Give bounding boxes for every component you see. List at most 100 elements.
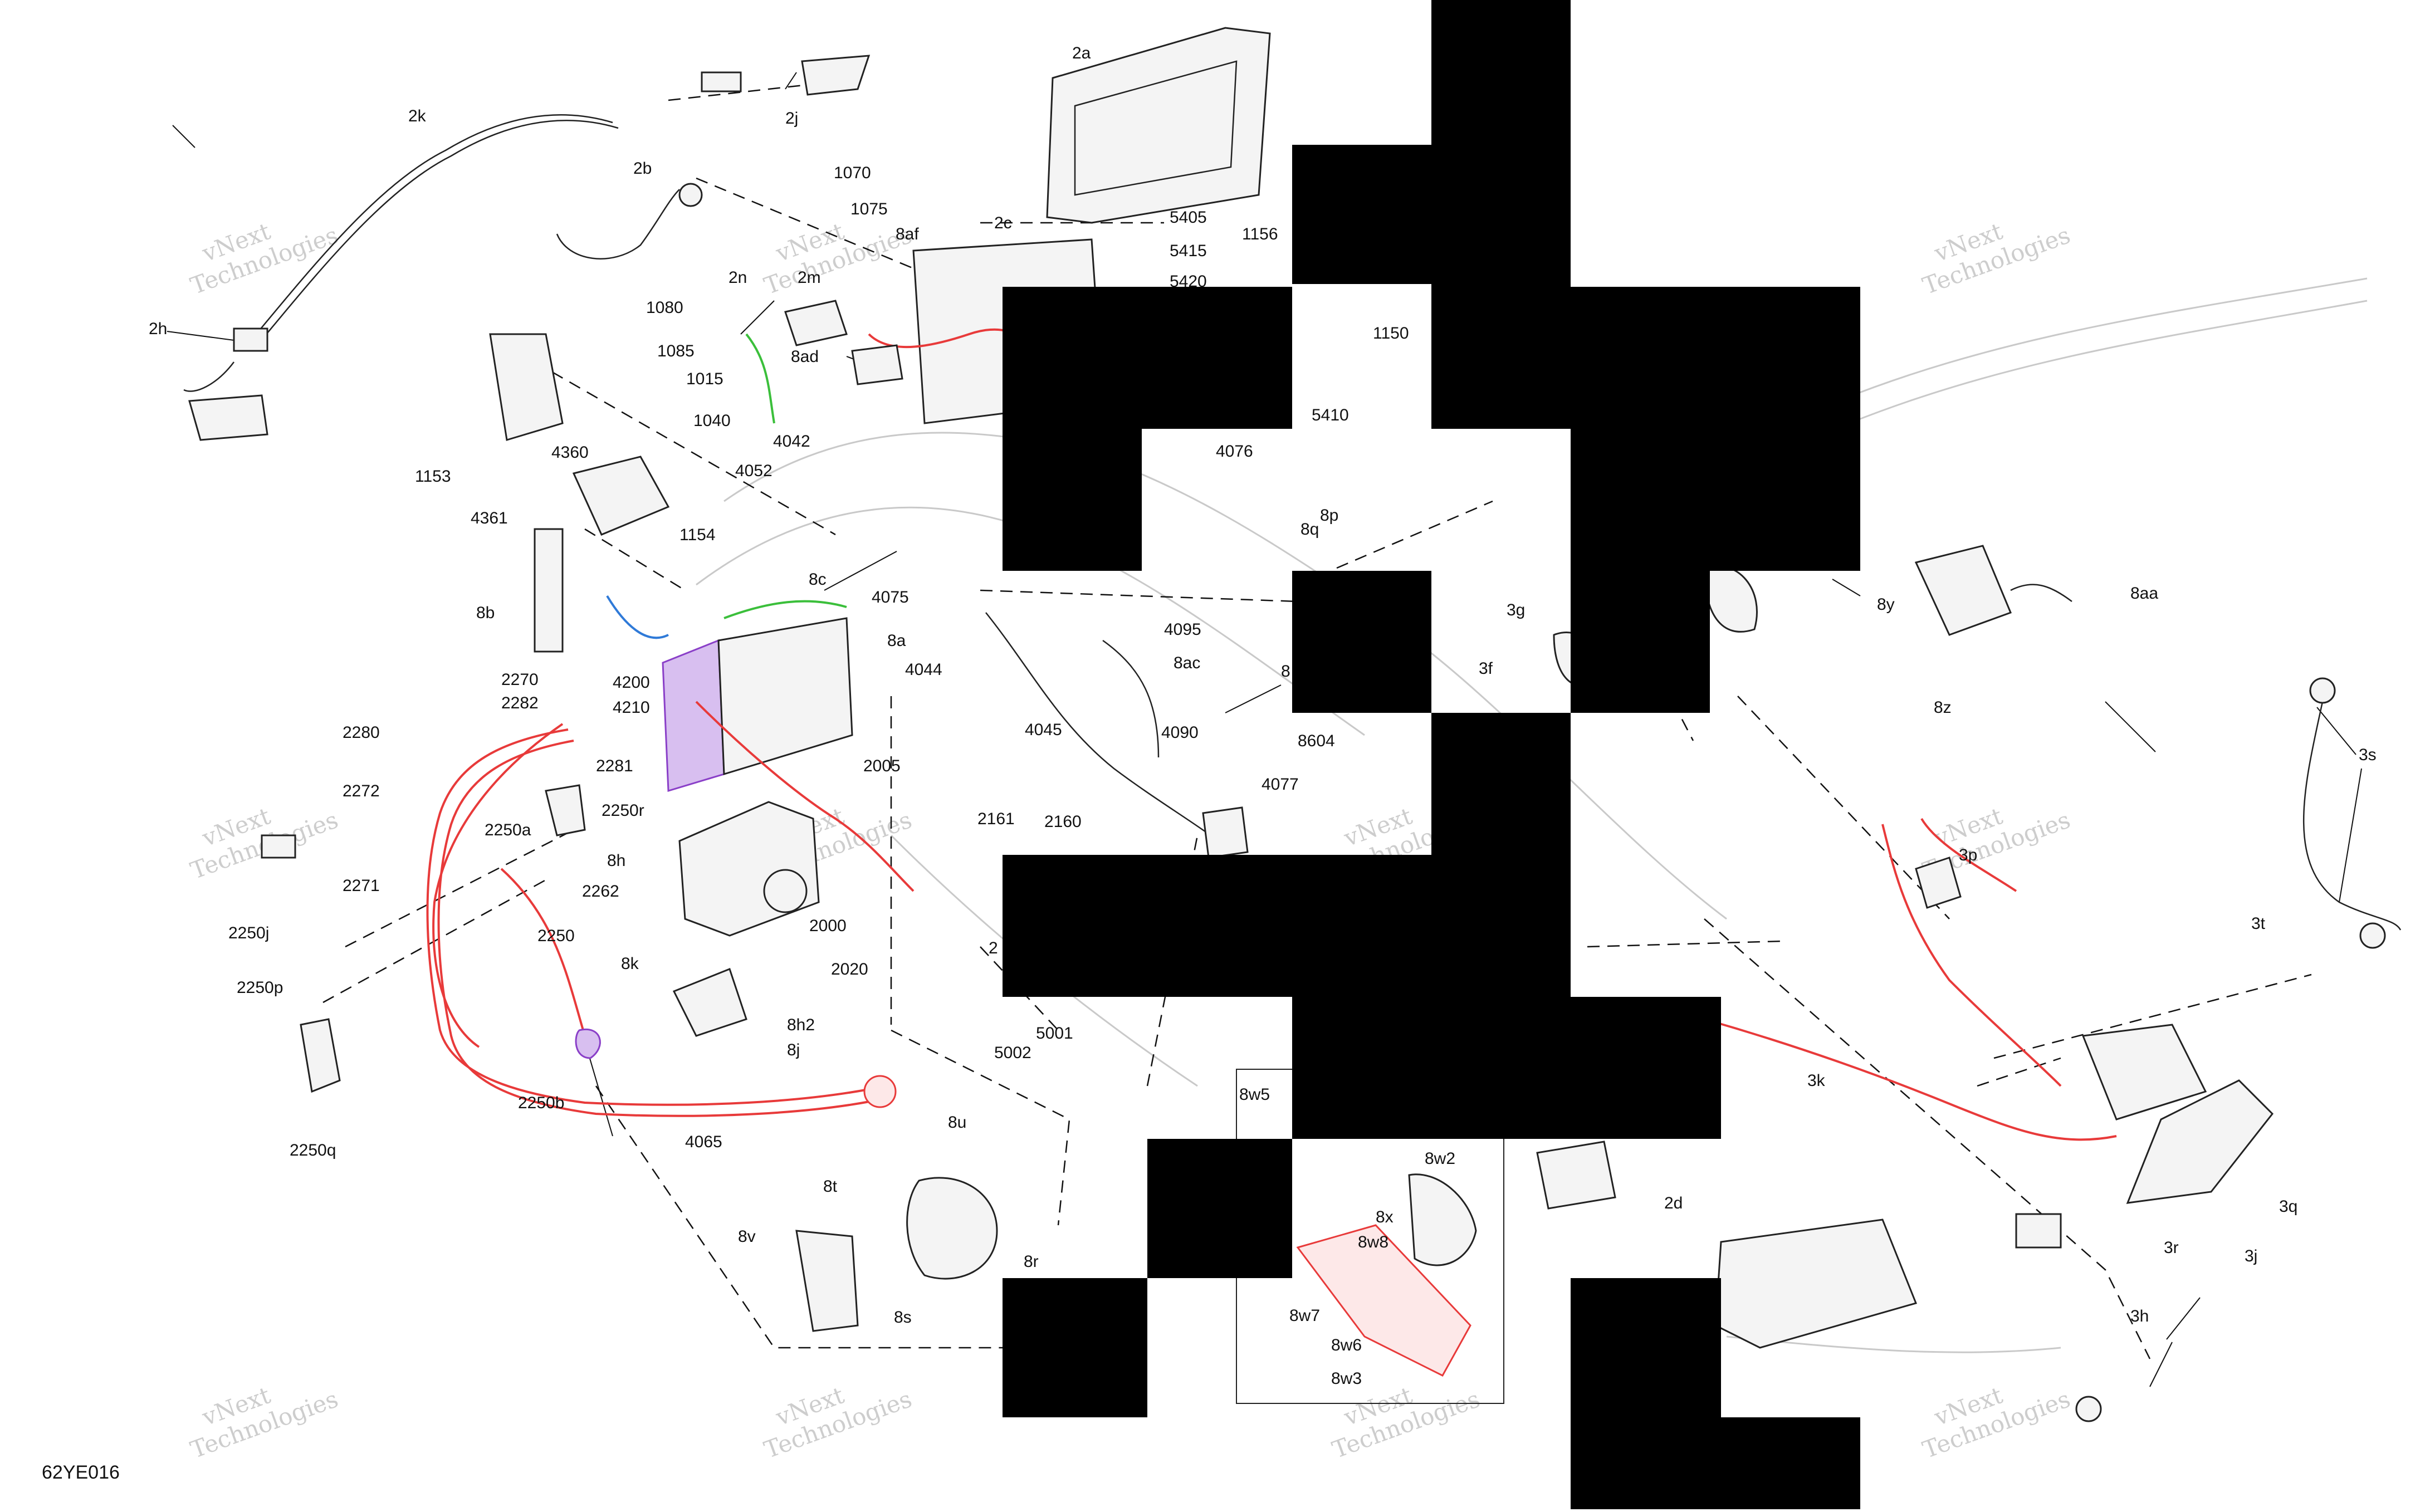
connector-2250-end [863,1075,897,1108]
label-2262: 2262 [582,882,619,901]
connector-3t [2359,922,2386,949]
label-1154: 1154 [679,526,716,544]
label-4090: 4090 [1161,723,1199,742]
label-8x2: 8 [1281,662,1290,681]
label-3j: 3j [2245,1247,2257,1265]
label-8b: 8b [476,604,495,622]
relay-8ad [851,344,903,385]
label-8c: 8c [809,570,827,589]
label-4042: 4042 [773,432,810,451]
label-8p: 8p [1320,506,1338,525]
bracket-4090 [1102,639,1160,758]
label-3h: 3h [2130,1307,2149,1325]
label-8s: 8s [894,1308,912,1327]
bracket-8w6 [1296,1224,1471,1377]
label-2n: 2n [729,268,747,287]
label-3q: 3q [2279,1197,2297,1216]
label-5410: 5410 [1312,406,1349,424]
label-3s: 3s [2359,746,2377,764]
label-4045: 4045 [1025,721,1062,739]
leader-lines [167,72,2362,1387]
actuator-8w2 [1408,1173,1477,1266]
label-3f: 3f [1479,659,1493,678]
label-8w6: 8w6 [1331,1336,1362,1354]
label-2272: 2272 [343,782,380,800]
label-8w3: 8w3 [1331,1369,1362,1388]
label-4200: 4200 [613,673,650,692]
label-1015: 1015 [686,370,723,388]
label-2020: 2020 [831,960,868,978]
label-2271: 2271 [343,877,380,895]
right-side-parts [1536,545,2402,1422]
label-2m: 2m [798,268,821,287]
clip-2250b [575,1028,601,1059]
small-parts-left [261,784,586,1093]
label-8h2: 8h2 [787,1016,815,1034]
label-2d: 2d [1664,1194,1683,1212]
label-8ad: 8ad [791,348,819,366]
label-5001: 5001 [1036,1024,1073,1043]
label-2250b: 2250b [518,1094,564,1112]
label-8y: 8y [1877,595,1895,614]
label-2250p: 2250p [237,978,283,997]
label-8v: 8v [738,1227,756,1246]
label-8h: 8h [607,852,625,870]
label-3r: 3r [2164,1239,2179,1257]
label-5420: 5420 [1170,272,1207,291]
cover-2250r [545,784,586,836]
label-1156: 1156 [1242,225,1278,243]
harness-center [985,612,1249,859]
display-2a [1046,27,1271,224]
bracket-8k [672,968,747,1037]
label-2250q: 2250q [290,1141,336,1159]
label-5415: 5415 [1170,242,1207,260]
label-8r: 8r [1024,1252,1039,1271]
label-8j: 8j [787,1041,800,1059]
callout-labels: 2a 2k 2j 2b 2h 2c 2n 2m 1070 1075 8af 10… [149,44,2377,1388]
label-1075: 1075 [850,200,888,218]
label-1070: 1070 [834,164,871,182]
label-3p: 3p [1959,846,1977,864]
label-8z: 8z [1934,698,1952,717]
module-2m [784,300,848,346]
label-8w2: 8w2 [1425,1149,1455,1168]
connector-2b [678,183,703,207]
label-4361: 4361 [471,509,508,527]
label-2250j: 2250j [228,924,269,942]
module-2h [233,327,268,352]
label-8604: 8604 [1298,732,1335,750]
label-4210: 4210 [613,698,650,717]
label-8q: 8q [1300,520,1319,539]
battery-body [717,617,853,775]
sensor-2j-head [801,55,871,96]
diagram-code: 62YE016 [42,1462,120,1483]
battery-side [662,639,725,792]
label-2j: 2j [785,109,798,128]
label-4044: 4044 [905,660,942,679]
module-2j [701,71,742,92]
label-2b: 2b [633,159,652,178]
bracket-2250q [300,1018,341,1093]
label-1085: 1085 [657,342,695,360]
brackets-left [489,333,670,653]
label-3g: 3g [1507,601,1525,619]
label-1150: 1150 [1373,324,1409,342]
label-2c: 2c [994,214,1012,232]
label-4095: 4095 [1164,620,1201,639]
label-8aa: 8aa [2130,584,2158,603]
switch-2250j [261,834,296,859]
label-2280: 2280 [343,723,380,742]
label-8t: 8t [823,1177,838,1196]
battery-area [606,595,915,892]
label-2k: 2k [408,107,427,125]
headlight-2d [1714,1219,1918,1349]
label-4075: 4075 [872,588,909,606]
socket-3p [1915,857,1962,909]
sensor-2h-head [188,394,268,441]
label-1080: 1080 [646,299,683,317]
label-8w7: 8w7 [1289,1307,1320,1325]
label-8ac: 8ac [1174,654,1200,672]
label-2000: 2000 [809,917,847,935]
